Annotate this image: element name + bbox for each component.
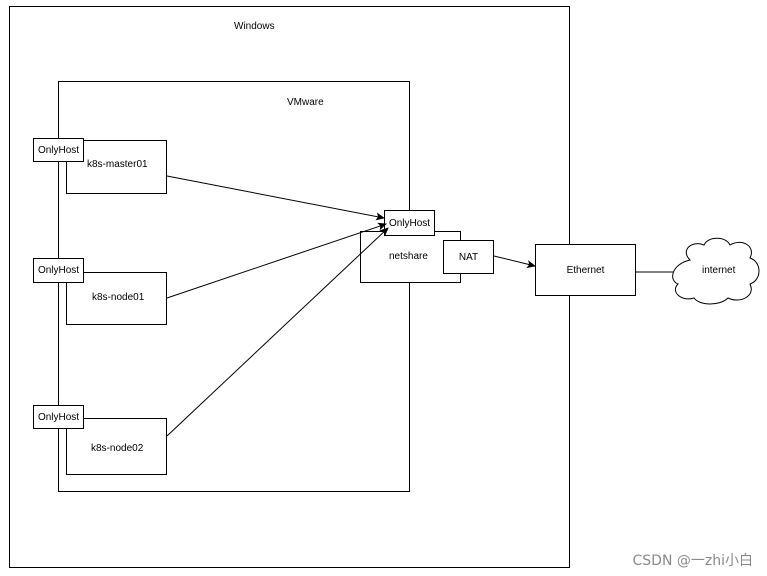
netshare-label: netshare — [389, 251, 428, 262]
internet-cloud-shape — [672, 237, 760, 305]
windows-label: Windows — [234, 21, 275, 32]
edge-master01-to-netshare — [166, 175, 385, 221]
vmware-container — [58, 81, 410, 492]
netshare-onlyhost-adapter: OnlyHost — [384, 210, 435, 236]
vmware-label: VMware — [287, 97, 324, 108]
internet-label: internet — [702, 265, 736, 276]
nat-adapter: NAT — [443, 240, 494, 274]
edge-nat-to-ethernet — [493, 255, 536, 268]
vm-k8s-node02 — [66, 418, 167, 475]
vm-k8s-node02-onlyhost-adapter: OnlyHost — [33, 405, 84, 429]
vm-k8s-master01-onlyhost-adapter: OnlyHost — [33, 138, 84, 162]
edge-node01-to-netshare — [166, 222, 387, 299]
ethernet-box: Ethernet — [535, 244, 636, 296]
watermark-text: CSDN @一zhi小白 — [632, 553, 753, 569]
vm-k8s-node02-label: k8s-node02 — [91, 443, 144, 454]
edge-node02-to-netshare — [166, 227, 389, 437]
vm-k8s-node01-label: k8s-node01 — [92, 292, 145, 303]
vm-k8s-master01-label: k8s-master01 — [87, 159, 148, 170]
vm-k8s-node01-onlyhost-adapter: OnlyHost — [33, 258, 84, 283]
